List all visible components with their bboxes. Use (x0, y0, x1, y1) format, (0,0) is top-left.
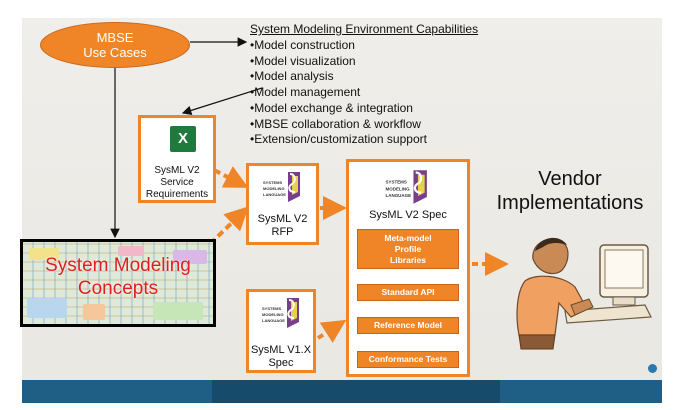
rfp-line1: SysML V2 (257, 213, 308, 225)
svg-text:LANGUAGE: LANGUAGE (262, 318, 285, 323)
capability-item: •Model visualization (250, 53, 356, 68)
sysml-v1x-spec-box: SYSTEMS MODELING LANGUAGE SysML V1.X Spe… (246, 289, 316, 373)
person-at-computer-icon (516, 237, 652, 350)
sysml-v2-rfp-box: SYSTEMS MODELING LANGUAGE SysML V2 RFP (246, 163, 319, 245)
vendor-implementations-label: Vendor Implementations (490, 167, 650, 215)
v2-spec-title: SysML V2 Spec (369, 209, 447, 221)
sysml-logo-icon: SYSTEMS MODELING LANGUAGE (386, 170, 427, 204)
sysml-logo-icon: SYSTEMS MODELING LANGUAGE (263, 172, 300, 202)
profile-label: Profile (394, 244, 422, 254)
svg-text:MODELING: MODELING (386, 186, 411, 191)
footer-center-tab (212, 380, 500, 403)
rfp-line2: RFP (271, 226, 294, 238)
svg-text:LANGUAGE: LANGUAGE (386, 193, 412, 198)
svg-text:MODELING: MODELING (262, 312, 284, 317)
standard-api-box: Standard API (357, 284, 459, 301)
excel-icon: X (170, 126, 202, 152)
reference-model-box: Reference Model (357, 317, 459, 334)
metamodel-label: Meta-model (384, 233, 432, 243)
vendor-line1: Vendor (538, 168, 602, 190)
capability-item: •Model management (250, 85, 361, 100)
service-req-line2: Service (160, 177, 194, 188)
vendor-line2: Implementations (496, 192, 644, 214)
svg-text:SYSTEMS: SYSTEMS (263, 180, 282, 185)
metamodel-box: Meta-model Profile Libraries (357, 229, 459, 269)
mbse-line2: Use Cases (83, 45, 147, 60)
capability-item: •Model construction (250, 38, 355, 52)
concepts-line2: Concepts (77, 278, 159, 299)
capabilities-list: •Model construction •Model visualization… (250, 38, 427, 148)
capability-item: •MBSE collaboration & workflow (250, 116, 421, 131)
mbse-line1: MBSE (96, 30, 134, 45)
capabilities-title: System Modeling Environment Capabilities (250, 22, 479, 36)
capability-item: •Model analysis (250, 69, 334, 84)
service-requirements-box: X SysML V2 Service Requirements (138, 115, 216, 203)
svg-text:LANGUAGE: LANGUAGE (263, 192, 286, 197)
capability-item: •Model exchange & integration (250, 100, 413, 115)
sysml-v2-spec-panel: SYSTEMS MODELING LANGUAGE SysML V2 Spec … (346, 159, 470, 377)
concepts-line1: System Modeling (45, 255, 191, 276)
conformance-tests-box: Conformance Tests (357, 351, 459, 368)
slide-indicator-dot (648, 364, 657, 373)
v1x-line1: SysML V1.X (250, 344, 312, 356)
service-req-line1: SysML V2 (154, 165, 200, 176)
v1x-line2: Spec (268, 357, 294, 369)
sysml-logo-icon: SYSTEMS MODELING LANGUAGE (262, 298, 299, 328)
svg-text:SYSTEMS: SYSTEMS (262, 306, 281, 311)
service-req-line3: Requirements (145, 189, 209, 200)
libraries-label: Libraries (390, 255, 426, 265)
mbse-use-cases-node: MBSE Use Cases (40, 22, 190, 68)
capability-item: •Extension/customization support (250, 132, 427, 147)
system-modeling-concepts-image: System Modeling Concepts (20, 239, 216, 327)
svg-text:MODELING: MODELING (263, 186, 285, 191)
svg-text:SYSTEMS: SYSTEMS (386, 180, 407, 185)
